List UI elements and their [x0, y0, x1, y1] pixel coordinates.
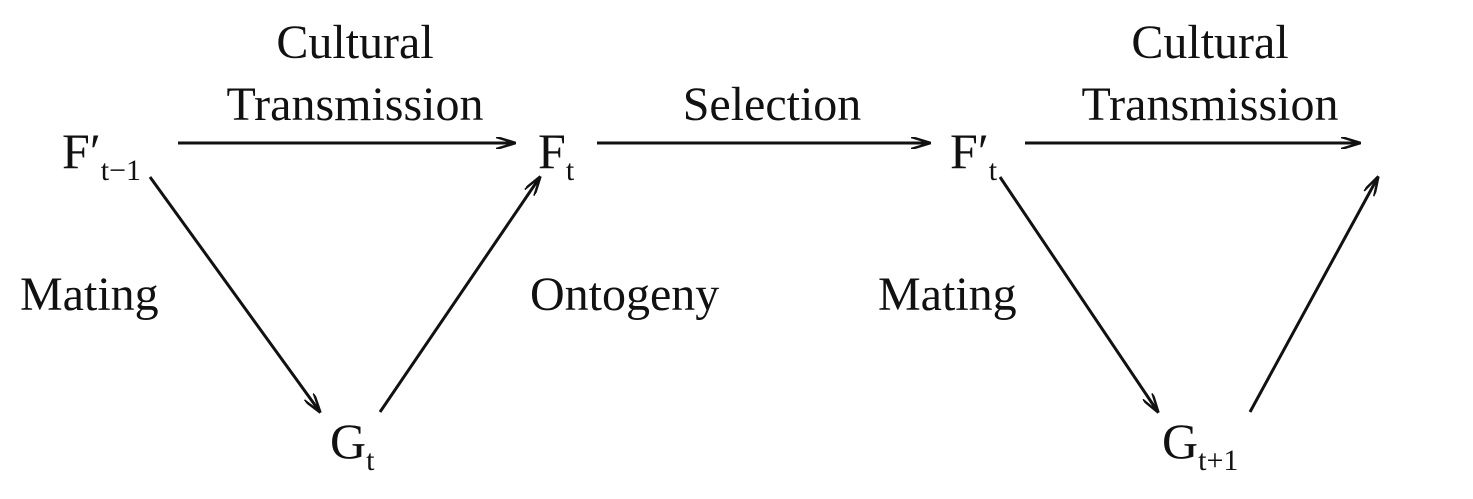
label-cultural-2: Cultural — [1131, 16, 1288, 69]
label-cultural-1: Cultural — [276, 16, 433, 69]
label-transmission-2: Transmission — [1082, 78, 1339, 131]
label-transmission-1: Transmission — [227, 78, 484, 131]
arrow-mating-1 — [148, 176, 320, 412]
arrow-ontogeny-2 — [1248, 177, 1378, 413]
label-selection: Selection — [683, 78, 862, 131]
label-mating-1: Mating — [20, 268, 159, 321]
node-f-t: Ft — [538, 123, 575, 187]
node-f-prime-t: F′t — [950, 123, 998, 187]
label-mating-2: Mating — [878, 268, 1017, 321]
node-f-prime-t-minus-1: F′t−1 — [62, 123, 141, 187]
node-g-t-plus-1: Gt+1 — [1162, 413, 1238, 477]
label-ontogeny: Ontogeny — [530, 268, 719, 321]
arrow-mating-2 — [998, 176, 1158, 412]
arrow-ontogeny — [378, 177, 540, 413]
node-g-t: Gt — [330, 413, 375, 477]
